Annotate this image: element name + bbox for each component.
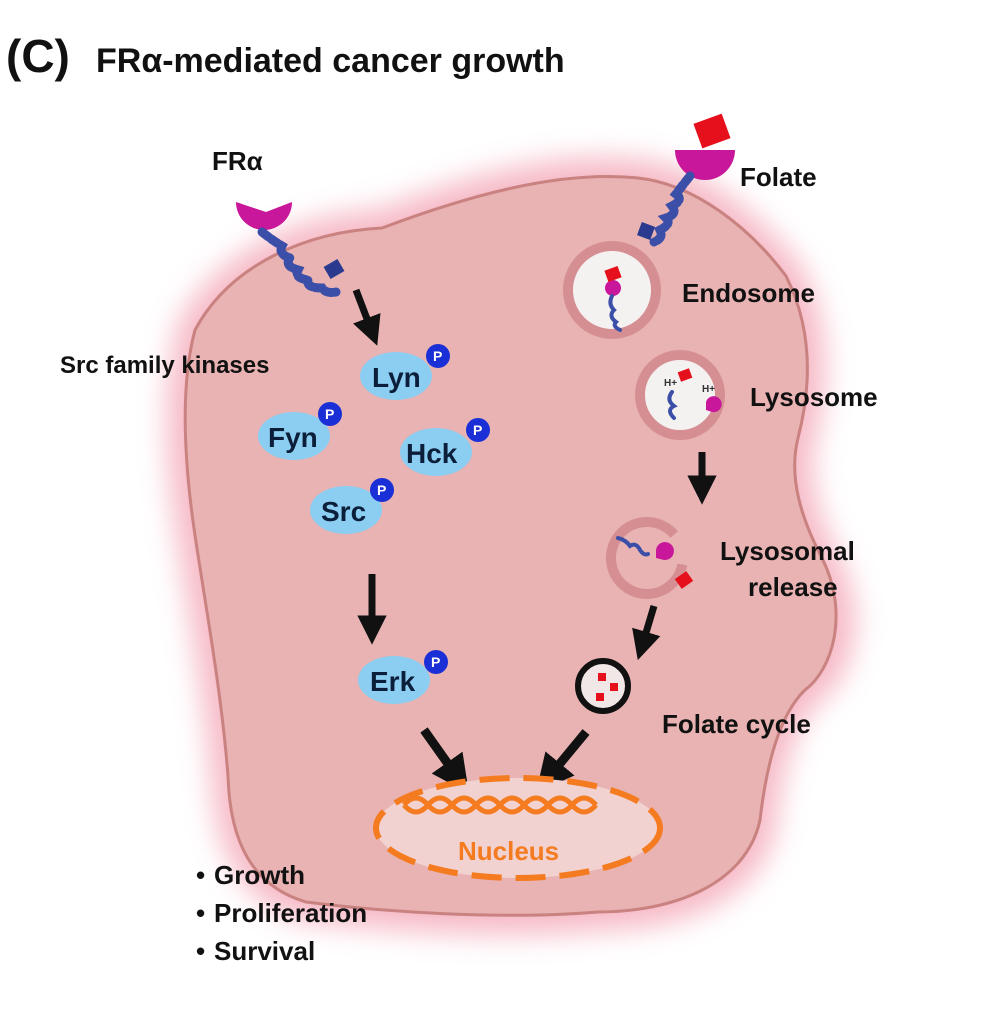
arrow-release-cycle	[632, 604, 661, 661]
kinase-lyn-label: Lyn	[372, 362, 421, 393]
figure-title: FRα-mediated cancer growth	[96, 42, 565, 80]
endosome	[563, 241, 661, 339]
fra-label: FRα	[212, 146, 263, 176]
panel-label: (C)	[6, 30, 70, 82]
arrow-receptor-lyn	[352, 288, 381, 346]
folate-label: Folate	[740, 162, 817, 192]
lysosomal-release	[605, 516, 694, 599]
phospho-lyn: P	[433, 348, 442, 364]
kinase-erk: Erk P	[358, 650, 448, 704]
phospho-hck: P	[473, 422, 482, 438]
phospho-src: P	[377, 482, 386, 498]
folate-cycle	[575, 658, 631, 714]
kinase-lyn: Lyn P	[360, 344, 450, 400]
lysosomal-release-label-2: release	[748, 572, 838, 602]
arrow-cycle-nucleus	[535, 729, 590, 793]
lysosome-ion-left: H+	[664, 378, 677, 389]
src-family-label: Src family kinases	[60, 352, 269, 379]
kinase-hck-label: Hck	[406, 438, 458, 469]
lysosomal-release-label-1: Lysosomal	[720, 536, 855, 566]
arrow-erk-nucleus	[420, 727, 469, 794]
lysosome: H+ H+	[635, 350, 725, 440]
phospho-erk: P	[431, 654, 440, 670]
outcomes-list: • Growth • Proliferation • Survival	[196, 860, 367, 966]
kinase-fyn: Fyn P	[258, 402, 342, 460]
lysosome-ion-right: H+	[702, 384, 715, 395]
kinase-src-label: Src	[321, 496, 366, 527]
outcome-bullet-2: •	[196, 898, 205, 928]
kinase-hck: Hck P	[400, 418, 490, 476]
outcome-bullet-1: •	[196, 860, 205, 890]
outcome-growth: Growth	[214, 860, 305, 890]
kinase-src: Src P	[310, 478, 394, 534]
kinase-fyn-label: Fyn	[268, 422, 318, 453]
phospho-fyn: P	[325, 406, 334, 422]
lysosome-label: Lysosome	[750, 382, 878, 412]
endosome-label: Endosome	[682, 278, 815, 308]
fra-receptor	[236, 202, 345, 297]
folate-cycle-label: Folate cycle	[662, 709, 811, 739]
outcome-proliferation: Proliferation	[214, 898, 367, 928]
outcome-bullet-3: •	[196, 936, 205, 966]
folate-receptor	[637, 113, 735, 247]
outcome-survival: Survival	[214, 936, 315, 966]
kinase-erk-label: Erk	[370, 666, 416, 697]
nucleus: Nucleus	[373, 775, 663, 881]
nucleus-label: Nucleus	[458, 836, 559, 866]
